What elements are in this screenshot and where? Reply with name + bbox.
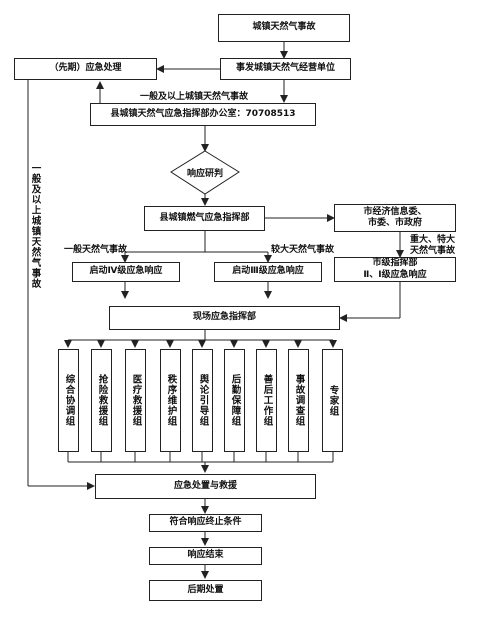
group-box: 抢险救援组 [91,349,112,452]
level4-text: 启动Ⅳ级应急响应 [89,266,163,277]
label-left-vertical: 一般及以上城镇天然气事故 [29,163,41,289]
city-gov-text: 市经济信息委、 市委、市政府 [363,206,427,228]
label-general: 一般天然气事故 [64,245,128,255]
incident-box: 城镇天然气事故 [218,14,350,42]
level4-box: 启动Ⅳ级应急响应 [72,262,180,282]
group-box: 事故调查组 [288,349,309,452]
label-larger: 较大天然气事故 [271,245,335,255]
level3-text: 启动Ⅲ级应急响应 [232,266,304,277]
initial-response-text: （先期）应急处理 [49,63,122,74]
group-label: 舆论引导组 [197,374,209,427]
city-gov-box: 市经济信息委、 市委、市政府 [334,204,456,232]
group-label: 专家组 [327,384,339,417]
label-major: 重大、特大 天然气事故 [410,235,456,256]
group-box: 秩序维护组 [160,349,181,452]
operator-text: 事发城镇天然气经营单位 [235,63,335,74]
operator-box: 事发城镇天然气经营单位 [220,58,351,80]
county-office-box: 县城镇天然气应急指挥部办公室：70708513 [90,103,316,126]
group-label: 事故调查组 [293,374,305,427]
group-box: 后勤保障组 [224,349,245,452]
end-box: 响应结束 [149,547,262,565]
county-hq-box: 县城镇燃气应急指挥部 [144,206,265,231]
disposal-text: 应急处置与救援 [173,480,237,491]
city-hq-box: 市级指挥部 Ⅱ、Ⅰ级应急响应 [334,257,456,282]
group-label: 秩序维护组 [165,374,177,427]
group-box: 医疗救援组 [125,349,146,452]
decision-text: 响应研判 [186,169,223,179]
group-box: 善后工作组 [256,349,277,452]
group-label: 医疗救援组 [130,374,142,427]
group-box: 专家组 [322,349,343,452]
disposal-box: 应急处置与救援 [95,474,316,499]
aftermath-text: 后期处置 [187,584,224,595]
end-text: 响应结束 [187,550,224,561]
label-general-above: 一般及以上城镇天然气事故 [140,92,249,102]
city-hq-text: 市级指挥部 Ⅱ、Ⅰ级应急响应 [363,258,427,280]
group-box: 舆论引导组 [192,349,213,452]
group-box: 综合协调组 [58,349,79,452]
level3-box: 启动Ⅲ级应急响应 [214,262,322,282]
county-hq-text: 县城镇燃气应急指挥部 [159,212,250,223]
group-label: 综合协调组 [63,374,75,427]
site-hq-box: 现场应急指挥部 [109,306,340,330]
group-label: 后勤保障组 [229,374,241,427]
group-label: 抢险救援组 [96,374,108,427]
end-condition-text: 符合响应终止条件 [169,517,242,528]
aftermath-box: 后期处置 [149,580,262,601]
initial-response-box: （先期）应急处理 [14,58,157,80]
incident-text: 城镇天然气事故 [252,22,316,33]
decision-diamond [170,150,240,195]
site-hq-text: 现场应急指挥部 [192,312,256,323]
county-office-text: 县城镇天然气应急指挥部办公室：70708513 [110,108,296,119]
end-condition-box: 符合响应终止条件 [149,514,262,532]
group-label: 善后工作组 [261,374,273,427]
